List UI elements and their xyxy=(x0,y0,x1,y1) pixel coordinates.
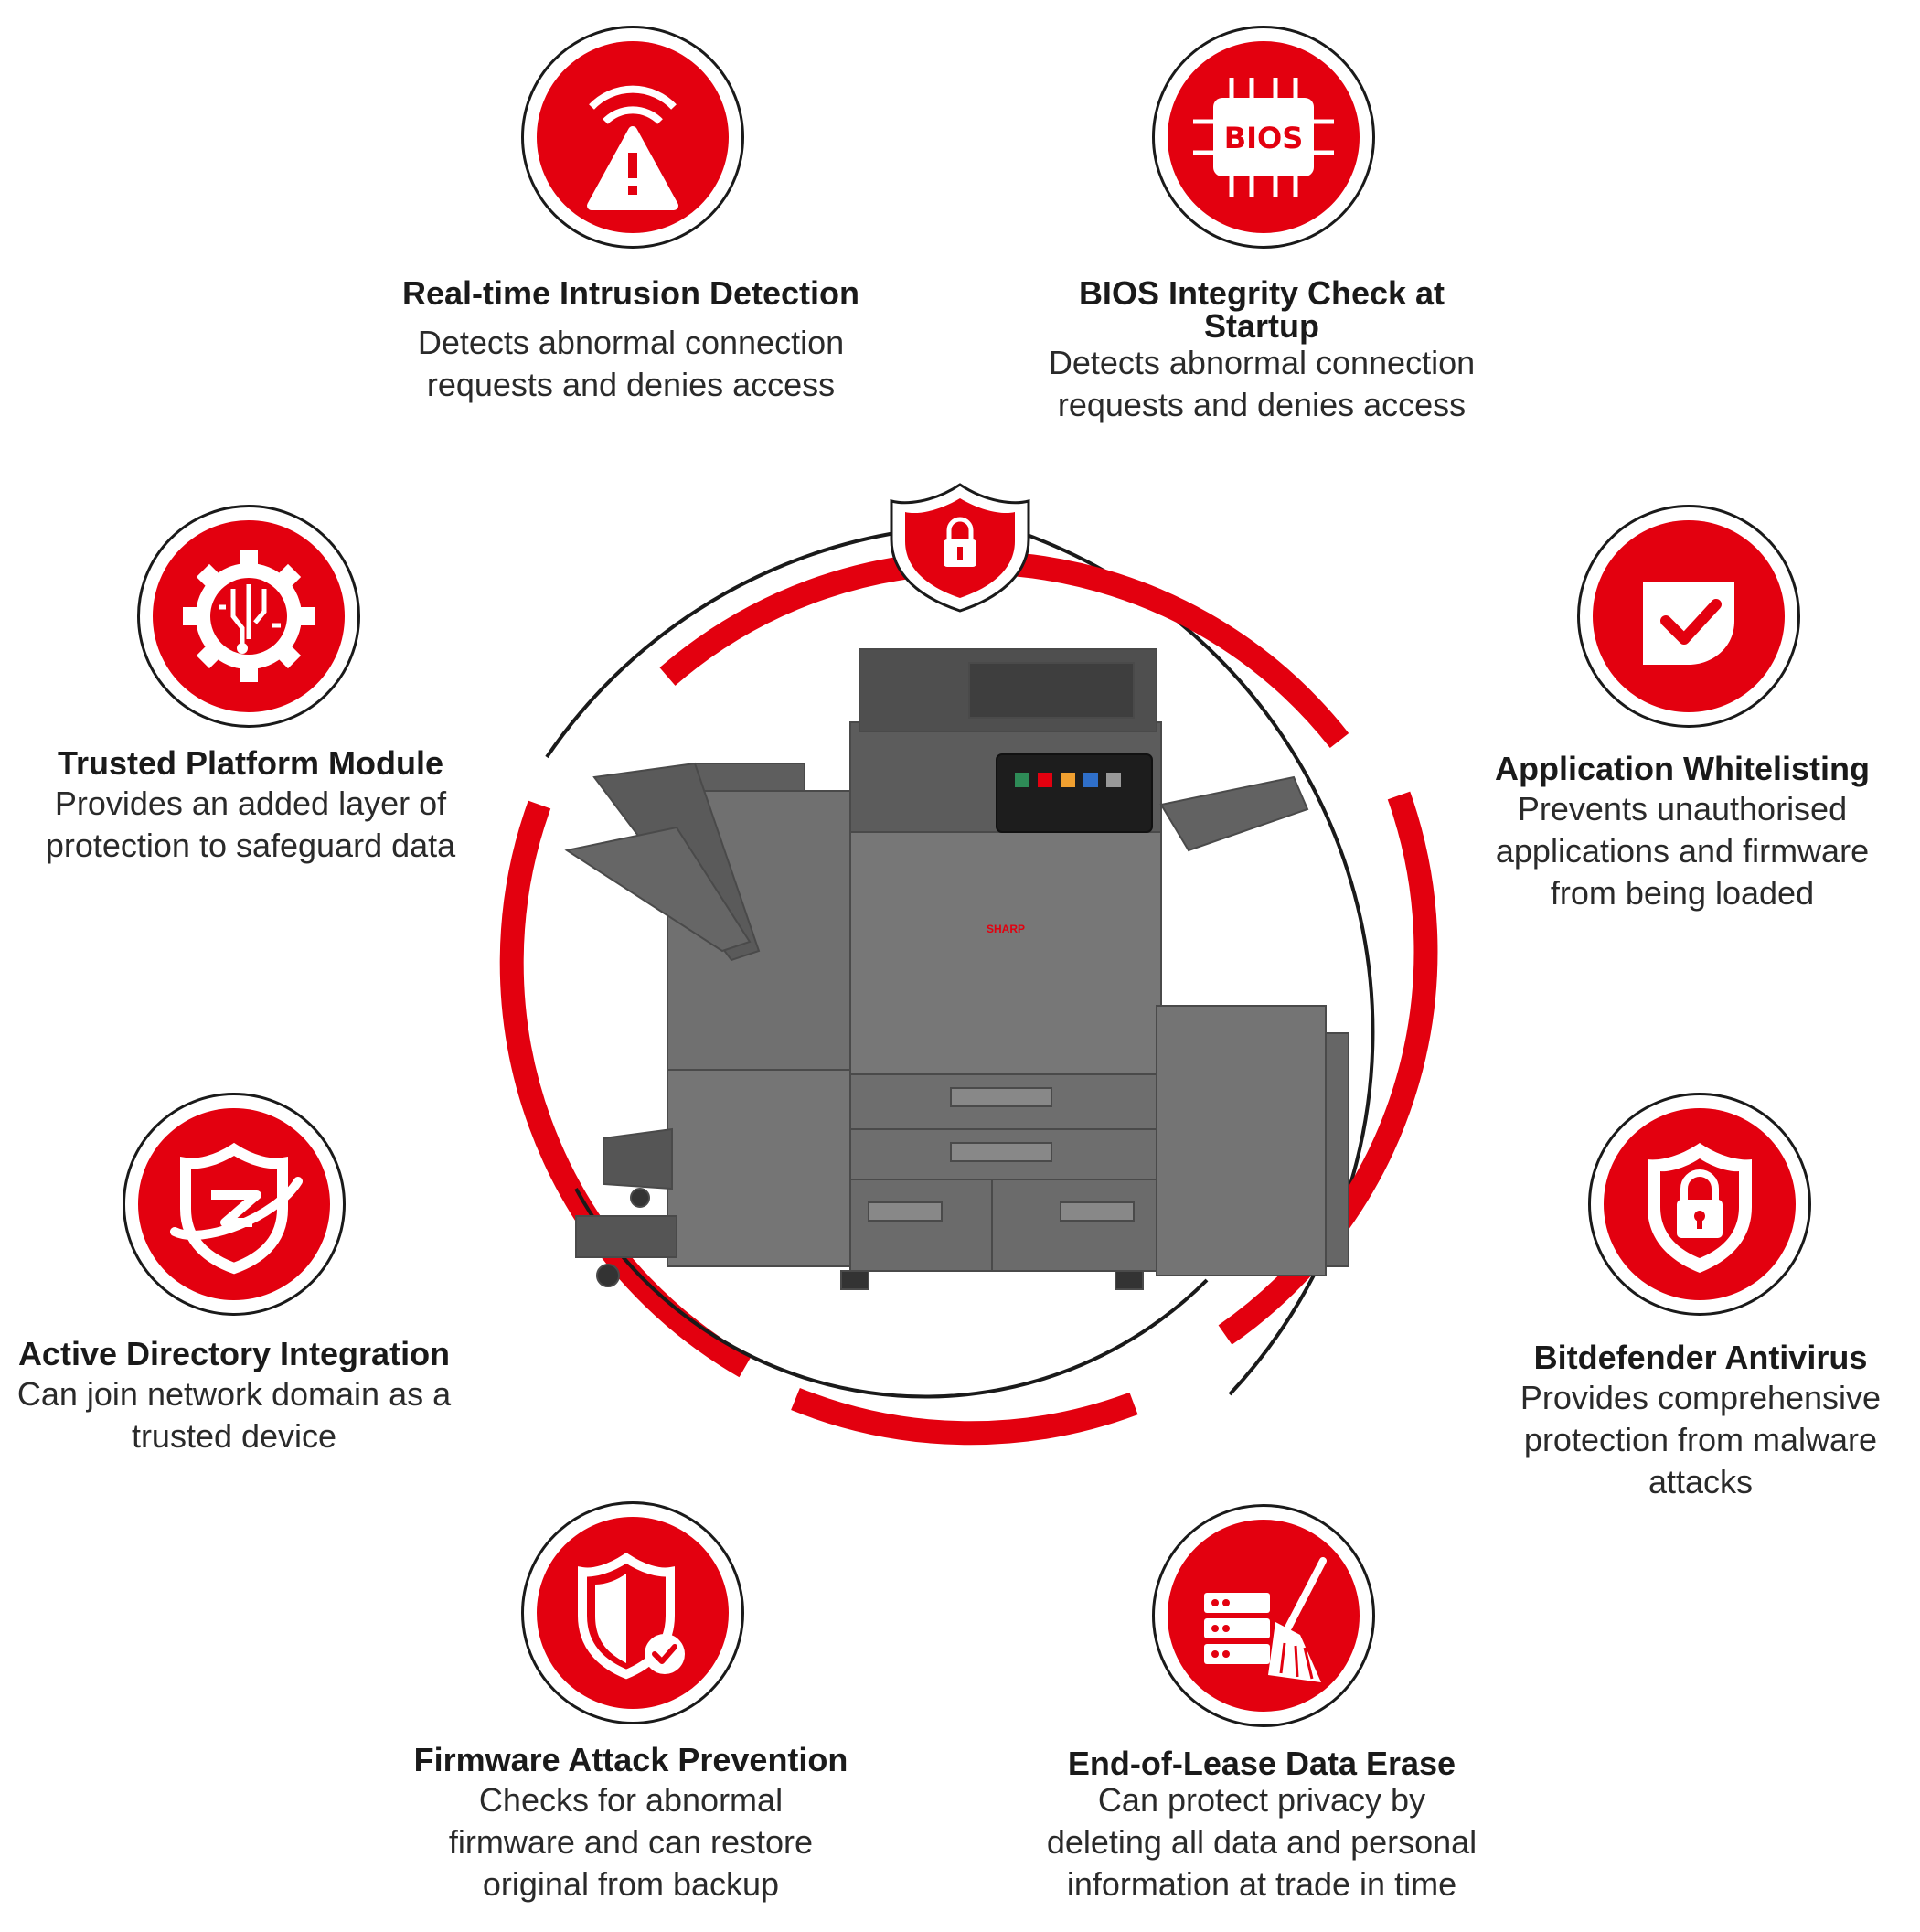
server-broom-icon xyxy=(1204,1557,1327,1682)
desc-line: Can join network domain as a xyxy=(16,1375,452,1413)
svg-text:SHARP: SHARP xyxy=(987,923,1025,935)
feature-desc-firmware: Checks for abnormal firmware and can res… xyxy=(393,1779,869,1905)
feature-desc-whitelisting: Prevents unauthorised applications and f… xyxy=(1454,788,1911,914)
desc-line: requests and denies access xyxy=(426,366,836,403)
badge-intrusion xyxy=(521,26,744,249)
desc-line: Checks for abnormal xyxy=(478,1781,784,1819)
feature-title-erase: End-of-Lease Data Erase xyxy=(1067,1745,1456,1782)
feature-title-tpm: Trusted Platform Module xyxy=(57,744,444,782)
inner-ring-arc xyxy=(574,1188,1209,1399)
badge-bios: BIOS xyxy=(1152,26,1375,249)
title-line: BIOS Integrity Check at xyxy=(1078,274,1445,312)
desc-line: protection to safeguard data xyxy=(45,827,456,864)
wifi-warning-icon xyxy=(587,85,678,210)
feature-desc-bios: Detects abnormal connection requests and… xyxy=(1015,342,1509,426)
desc-line: Detects abnormal connection xyxy=(417,324,845,361)
feature-title-bitdefender: Bitdefender Antivirus xyxy=(1533,1339,1868,1376)
desc-line: Provides comprehensive xyxy=(1520,1379,1882,1416)
desc-line: firmware and can restore xyxy=(448,1823,814,1861)
badge-disc: BIOS xyxy=(1168,41,1360,233)
shield-ring-icon xyxy=(170,1142,303,1275)
desc-line: original from backup xyxy=(482,1865,780,1903)
shield-lock-icon xyxy=(1648,1143,1752,1273)
svg-text:BIOS: BIOS xyxy=(1224,121,1304,155)
feature-desc-tpm: Provides an added layer of protection to… xyxy=(0,783,501,867)
feature-desc-erase: Can protect privacy by deleting all data… xyxy=(1033,1779,1490,1905)
feature-desc-intrusion: Detects abnormal connection requests and… xyxy=(384,322,878,406)
shield-check-icon xyxy=(578,1552,685,1680)
feature-title-active-directory: Active Directory Integration xyxy=(17,1335,451,1372)
desc-line: trusted device xyxy=(131,1417,337,1455)
desc-line: Prevents unauthorised xyxy=(1517,790,1848,827)
top-shield-lock-icon xyxy=(890,483,1030,613)
badge-erase xyxy=(1152,1504,1375,1727)
feature-title-bios: BIOS Integrity Check at Startup xyxy=(1015,272,1509,347)
badge-disc xyxy=(1604,1108,1796,1300)
feature-desc-active-directory: Can join network domain as a trusted dev… xyxy=(0,1373,468,1457)
badge-disc xyxy=(138,1108,330,1300)
desc-line: Provides an added layer of xyxy=(54,785,447,822)
badge-bitdefender xyxy=(1588,1093,1811,1316)
checkmark-icon xyxy=(1643,582,1734,665)
badge-disc xyxy=(1593,520,1785,712)
badge-firmware xyxy=(521,1501,744,1724)
feature-title-whitelisting: Application Whitelisting xyxy=(1495,750,1870,787)
outer-ring-arc-left xyxy=(545,530,901,759)
badge-whitelisting xyxy=(1577,505,1800,728)
printer-device: SHARP xyxy=(564,648,1349,1290)
gear-circuit-icon xyxy=(183,550,315,682)
badge-disc xyxy=(153,520,345,712)
title-line: Startup xyxy=(1204,307,1319,345)
desc-line: from being loaded xyxy=(1550,874,1815,912)
badge-active-directory xyxy=(123,1093,346,1316)
badge-disc xyxy=(1168,1520,1360,1712)
red-ring-arc-left xyxy=(499,800,752,1378)
desc-line: Detects abnormal connection xyxy=(1048,344,1476,381)
bios-chip-icon: BIOS xyxy=(1193,78,1334,197)
desc-line: deleting all data and personal xyxy=(1046,1823,1477,1861)
desc-line: requests and denies access xyxy=(1057,386,1467,423)
red-ring-arc-bottom xyxy=(791,1387,1138,1446)
feature-title-firmware: Firmware Attack Prevention xyxy=(413,1741,848,1778)
badge-tpm xyxy=(137,505,360,728)
feature-title-intrusion: Real-time Intrusion Detection xyxy=(401,274,860,312)
desc-line: Can protect privacy by xyxy=(1097,1781,1426,1819)
badge-disc xyxy=(537,41,729,233)
badge-disc xyxy=(537,1517,729,1709)
red-ring-arc-right xyxy=(1218,791,1438,1345)
desc-line: applications and firmware xyxy=(1495,832,1870,870)
feature-desc-bitdefender: Provides comprehensive protection from m… xyxy=(1481,1377,1920,1503)
desc-line: attacks xyxy=(1648,1463,1754,1500)
desc-line: protection from malware xyxy=(1523,1421,1878,1458)
desc-line: information at trade in time xyxy=(1066,1865,1457,1903)
